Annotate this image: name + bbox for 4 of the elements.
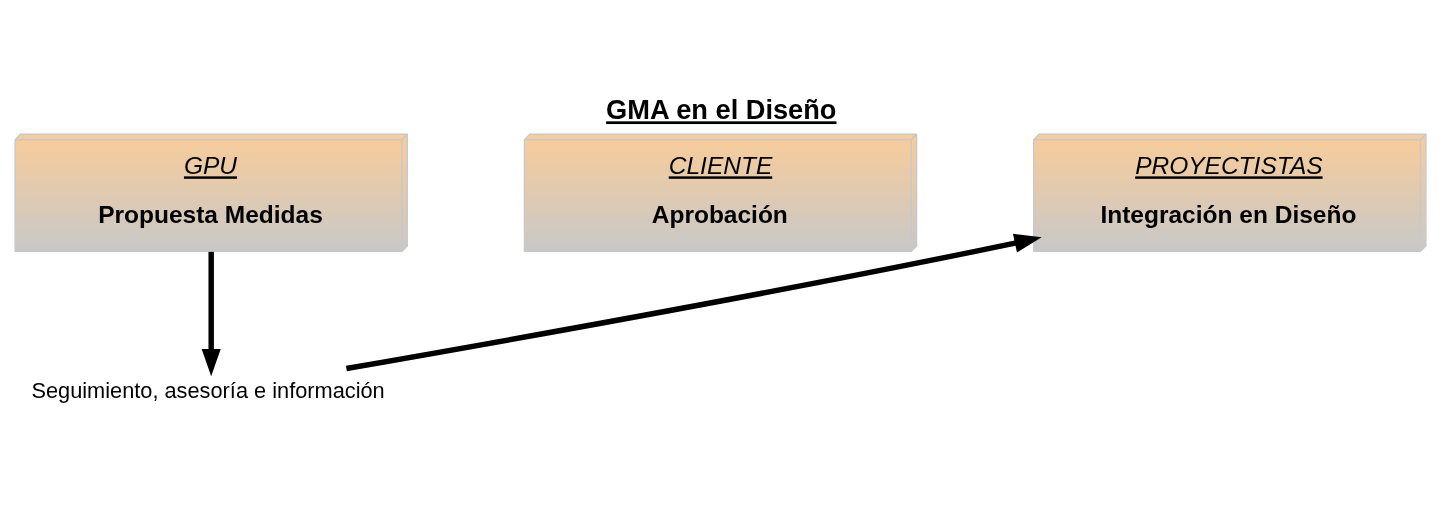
node-text: Seguimiento, asesoría e información	[31, 378, 385, 404]
diagram-title: GMA en el Diseño	[606, 94, 837, 126]
arrow	[345, 233, 1042, 372]
arrow	[201, 251, 221, 377]
